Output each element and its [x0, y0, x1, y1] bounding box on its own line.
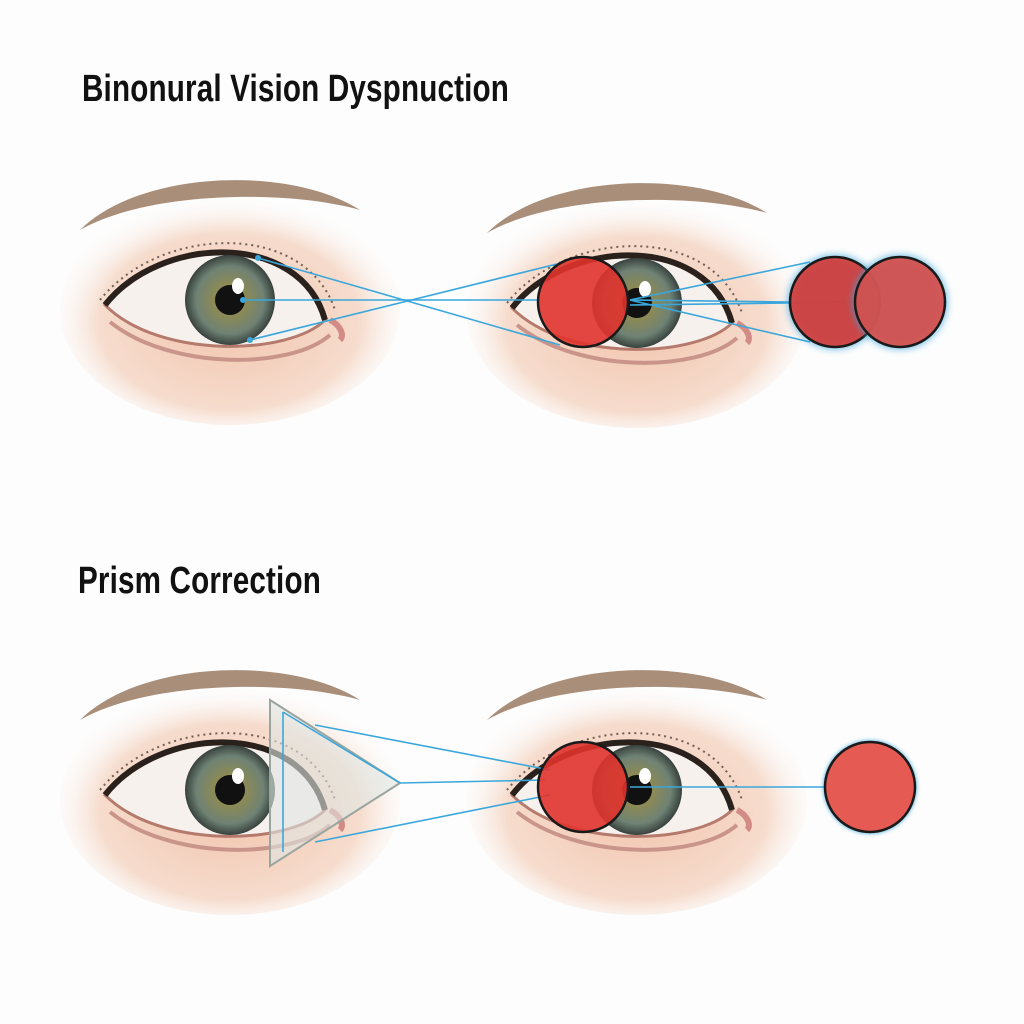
ray-points — [240, 255, 261, 343]
prism-icon — [269, 698, 402, 868]
section-title-prism: Prism Correction — [78, 560, 321, 602]
right-eye-corrected-illustration — [467, 670, 807, 915]
section-title-dysfunction: Binonural Vision Dyspnuction — [82, 68, 510, 110]
left-eye-illustration — [60, 180, 400, 425]
perceived-image-corrected — [536, 740, 630, 834]
double-image-icon — [788, 255, 947, 349]
corrected-rays — [282, 711, 825, 852]
perceived-image — [536, 255, 630, 349]
single-image-icon — [823, 740, 917, 834]
